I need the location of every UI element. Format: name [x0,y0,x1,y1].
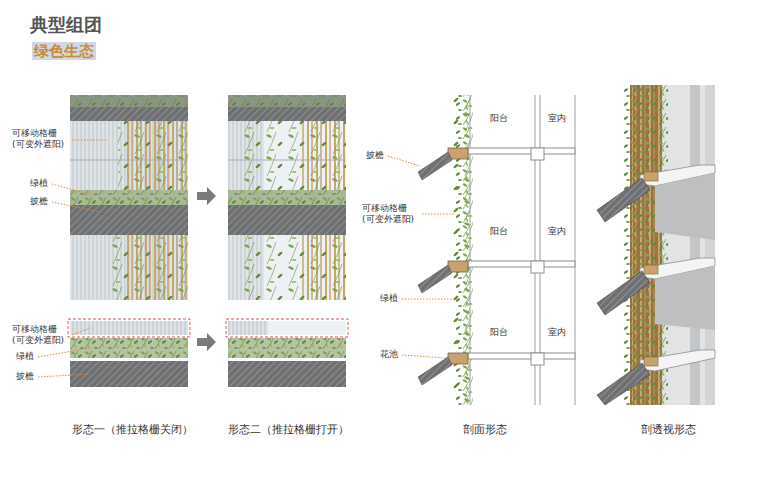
room-label: 室内 [548,226,566,237]
room-label: 阳台 [490,327,508,338]
callout-label: 绿植 [380,293,398,304]
callout-label: 可移动格栅 (可变外遮阳) [12,128,70,150]
room-label: 室内 [548,113,566,124]
room-label: 室内 [548,327,566,338]
subtitle: 绿色生态 [32,42,96,60]
room-label: 阳台 [490,113,508,124]
callout-label: 可移动格栅 (可变外遮阳) [362,203,420,225]
caption: 剖透视形态 [641,423,696,436]
callout-label: 披檐 [366,150,384,161]
caption: 形态二（推拉格栅打开） [228,423,349,436]
caption: 形态一（推拉格栅关闭） [72,423,193,436]
callout-label: 花池 [380,349,398,360]
callout-label: 绿植 [16,351,34,362]
page-title: 典型组团 [30,14,102,36]
room-label: 阳台 [490,226,508,237]
callout-label: 绿植 [30,178,48,189]
callout-label: 披檐 [16,371,34,382]
caption: 剖面形态 [463,423,507,436]
callout-label: 可移动格栅 (可变外遮阳) [12,324,70,346]
callout-label: 披檐 [30,196,48,207]
